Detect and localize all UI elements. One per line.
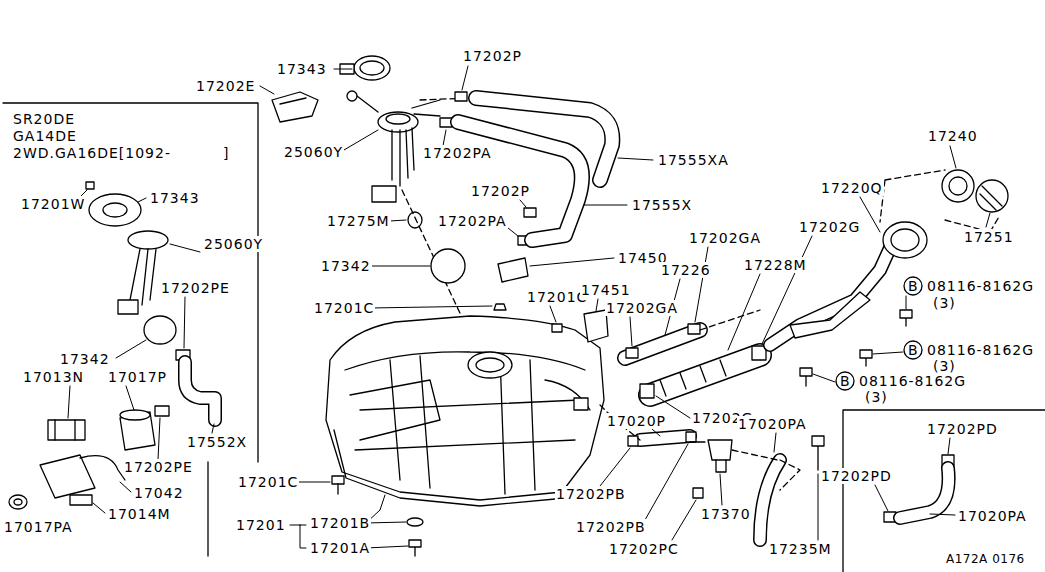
callout-number: 17017PA — [3, 519, 74, 535]
callout-number: 17202PD — [820, 468, 893, 484]
callout-number: 17343 — [276, 61, 328, 77]
callout-number: 17014M — [107, 506, 172, 522]
callout-number: A172A 0176 — [945, 551, 1026, 567]
callout-number: 17202P — [462, 48, 523, 64]
callout-number: 17202G — [798, 219, 861, 235]
callout-number: 25060Y — [203, 236, 264, 252]
callout-number: 17202PB — [555, 486, 627, 502]
callout-number: 17020PA — [957, 508, 1028, 524]
callout-number: 17220Q — [820, 180, 884, 196]
callout-number: (3) — [864, 389, 889, 405]
callout-number: B — [907, 278, 920, 294]
callout-number: 17202PA — [422, 145, 493, 161]
callout-number: ] — [222, 145, 230, 161]
callout-number: 17235M — [768, 541, 833, 557]
callout-number: (3) — [932, 358, 957, 374]
callout-number: 17552X — [186, 434, 248, 450]
callout-number: 17202PD — [926, 421, 999, 437]
callout-number: 17251 — [963, 229, 1015, 245]
callout-number: B — [907, 342, 920, 358]
callout-number: 17201W — [20, 196, 86, 212]
callout-number: 17202E — [195, 78, 256, 94]
callout-number: 17240 — [927, 128, 979, 144]
callout-number: 17017P — [107, 369, 168, 385]
callout-number: 17202PE — [123, 459, 194, 475]
callout-number: SR20DE — [12, 111, 76, 127]
callout-number: 17201 — [235, 517, 287, 533]
callout-number: 17555XA — [657, 152, 730, 168]
callout-number: 17451 — [580, 282, 632, 298]
callout-number: GA14DE — [12, 128, 78, 144]
callout-number: B — [839, 373, 852, 389]
callout-number: 17342 — [320, 258, 372, 274]
callout-number: 17370 — [700, 506, 752, 522]
callout-number: 17226 — [660, 262, 712, 278]
callout-number: 17201C — [526, 289, 588, 305]
callout-number: 08116-8162G — [926, 278, 1035, 294]
callout-number: 17202GA — [605, 300, 679, 316]
callout-number: 17555X — [631, 197, 693, 213]
callout-number: 17202PE — [160, 280, 231, 296]
callout-number: 17228M — [743, 257, 808, 273]
callout-number: 08116-8162G — [858, 373, 967, 389]
callout-number: (3) — [932, 295, 957, 311]
callout-number: 17013N — [22, 369, 85, 385]
callout-number: 17202P — [470, 183, 531, 199]
callout-number: 17202PA — [437, 213, 508, 229]
callout-number: 17202PC — [608, 541, 680, 557]
callout-number: 17343 — [149, 190, 201, 206]
callout-number: 17201C — [237, 474, 299, 490]
callout-number: 25060Y — [283, 144, 344, 160]
callout-number: 17020PA — [737, 416, 808, 432]
callout-number: 17275M — [326, 213, 391, 229]
callout-number: 17202GA — [688, 230, 762, 246]
callout-number: 08116-8162G — [926, 342, 1035, 358]
callout-number: 17042 — [133, 485, 185, 501]
callout-number: 17202PB — [575, 519, 647, 535]
callout-number: 17201A — [309, 540, 371, 556]
callout-number: 17201C — [313, 300, 375, 316]
callout-number: 17342 — [59, 351, 111, 367]
callout-number: 17020P — [606, 413, 667, 429]
callout-number: 17201B — [309, 515, 371, 531]
callout-number: 2WD.GA16DE[1092- — [12, 145, 172, 161]
